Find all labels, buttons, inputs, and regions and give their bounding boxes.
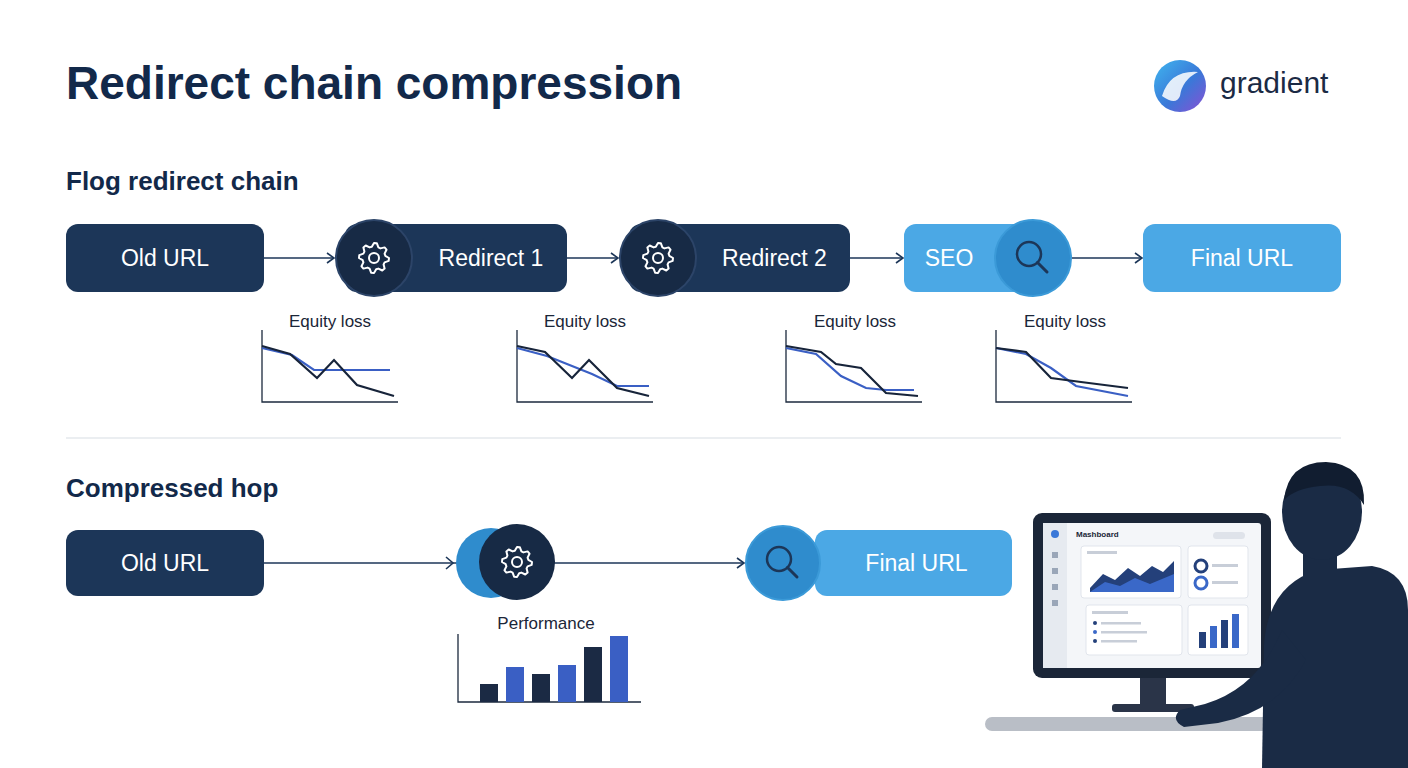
chart-line <box>786 348 914 390</box>
node-label: Redirect 1 <box>439 245 544 272</box>
box-fill <box>345 224 567 292</box>
node-label: Final URL <box>1191 245 1293 272</box>
section-heading: Compressed hop <box>66 473 278 504</box>
chart-line <box>517 346 649 396</box>
url-box: Old URL <box>66 530 264 596</box>
gear-icon <box>643 243 673 273</box>
title: Redirect chain compression <box>66 56 682 110</box>
box-fill <box>1143 224 1341 292</box>
section-heading: Flog redirect chain <box>66 166 299 197</box>
icon-circle <box>995 220 1071 296</box>
magnifier-handle <box>788 568 798 578</box>
gear-hub <box>369 253 379 263</box>
process-step: Redirect 1 <box>335 219 567 297</box>
node-label: Old URL <box>121 550 209 577</box>
url-box: Old URL <box>66 224 264 292</box>
bar <box>584 647 602 702</box>
process-step: Redirect 2 <box>619 219 850 297</box>
node-label: SEO <box>925 245 974 272</box>
node-shape <box>619 219 850 297</box>
box-fill <box>66 530 264 596</box>
gear-hub <box>653 253 663 263</box>
chart-axis <box>458 634 641 702</box>
chart-label: Equity loss <box>289 312 371 332</box>
node-shape <box>904 219 1072 297</box>
workstation-illustration <box>985 462 1408 768</box>
process-step: SEO <box>904 219 1072 297</box>
magnifier-icon <box>767 547 791 571</box>
gear-hop-icon <box>446 524 555 600</box>
chart-axis <box>262 330 398 402</box>
chart-label: Equity loss <box>814 312 896 332</box>
connector-arrow <box>850 257 903 259</box>
logo-text: gradient <box>1220 66 1328 100</box>
node-shape <box>335 219 567 297</box>
magnifier-handle <box>1038 263 1048 273</box>
chart-axis <box>517 330 653 402</box>
gear-icon <box>359 243 389 273</box>
chart-label: Equity loss <box>1024 312 1106 332</box>
chart-line <box>996 348 1128 396</box>
icon-circle <box>746 526 820 600</box>
process-step: Final URL <box>745 525 1012 601</box>
connector-arrow <box>567 257 618 259</box>
bar <box>480 684 498 702</box>
section-divider <box>66 437 1341 438</box>
bar <box>532 674 550 702</box>
magnifier-icon <box>1017 242 1041 266</box>
node-shape <box>745 525 1012 601</box>
bar <box>610 636 628 702</box>
icon-circle <box>620 220 696 296</box>
node-label: Redirect 2 <box>722 245 827 272</box>
box-fill <box>66 224 264 292</box>
bar <box>506 667 524 702</box>
screen-title: Mashboard <box>1076 530 1119 539</box>
node-shape <box>66 224 264 292</box>
bar <box>558 665 576 702</box>
equity-charts <box>262 330 1132 402</box>
chart-label: Performance <box>497 614 594 634</box>
connector-arrow <box>264 257 334 259</box>
box-fill <box>815 530 1012 596</box>
performance-chart <box>458 634 641 702</box>
chart-line <box>996 348 1128 388</box>
chart-line <box>786 346 918 396</box>
url-box: Final URL <box>1143 224 1341 292</box>
node-label: Old URL <box>121 245 209 272</box>
gear-icon <box>502 547 532 577</box>
gear-hub <box>512 557 522 567</box>
chart-axis <box>996 330 1132 402</box>
connector-arrow <box>1072 257 1142 259</box>
icon-circle <box>336 220 412 296</box>
chart-label: Equity loss <box>544 312 626 332</box>
logo-mark <box>1154 60 1206 112</box>
box-fill <box>629 224 850 292</box>
node-shape <box>1143 224 1341 292</box>
node-label: Final URL <box>865 550 967 577</box>
chart-line <box>262 346 394 396</box>
chart-axis <box>786 330 922 402</box>
node-shape <box>66 530 264 596</box>
box-fill <box>904 224 1054 292</box>
